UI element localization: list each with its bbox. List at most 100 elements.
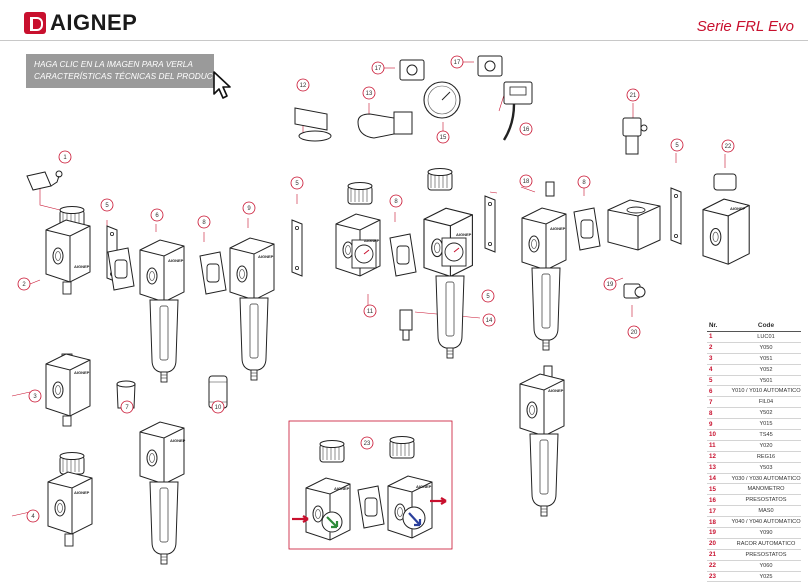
component-4-regulator[interactable] <box>47 452 93 547</box>
part-callout[interactable]: 19 <box>603 277 617 291</box>
part-callout[interactable]: 5 <box>670 138 684 152</box>
row-code: REG16 <box>756 453 776 460</box>
part-callout[interactable]: 15 <box>436 130 450 144</box>
svg-text:11: 11 <box>367 309 374 315</box>
component-5b-bracket[interactable] <box>291 219 303 277</box>
part-callout[interactable]: 4 <box>26 509 40 523</box>
row-code: RACOR AUTOMÁTICO <box>736 540 796 547</box>
part-callout[interactable]: 3 <box>28 389 42 403</box>
column-header-code: Code <box>757 321 775 329</box>
svg-text:5: 5 <box>105 203 109 209</box>
component-19-block[interactable] <box>607 199 661 251</box>
part-callout[interactable]: 16 <box>519 122 533 136</box>
component-5d-bracket[interactable] <box>670 187 682 245</box>
part-callout[interactable]: 22 <box>721 139 735 153</box>
component-8b-plate[interactable] <box>199 251 227 295</box>
info-banner[interactable]: HAGA CLIC EN LA IMAGEN PARA VERLA CARACT… <box>26 54 225 88</box>
part-callout[interactable]: 12 <box>296 78 310 92</box>
component-20-fitting[interactable] <box>623 283 646 299</box>
component-16-pressure-switch[interactable] <box>502 81 533 141</box>
row-code: MAS0 <box>758 508 774 515</box>
banner-line-2: CARACTERÍSTICAS TÉCNICAS DEL PRODUCTO <box>34 71 225 81</box>
component-13-bracket[interactable] <box>357 111 413 139</box>
component-5c-bracket[interactable] <box>484 195 496 253</box>
row-number: 23 <box>709 573 716 581</box>
component-21-pressure-switch[interactable] <box>622 117 648 155</box>
svg-text:8: 8 <box>202 220 206 226</box>
part-callout[interactable]: 8 <box>389 194 403 208</box>
part-callout[interactable]: 5 <box>290 176 304 190</box>
component-3-manifold[interactable] <box>45 353 91 427</box>
part-callout[interactable]: 18 <box>519 174 533 188</box>
brand-logo: AIGNEP <box>24 10 137 36</box>
component-14b-drain[interactable] <box>399 309 413 341</box>
part-callout[interactable]: 21 <box>626 88 640 102</box>
part-callout[interactable]: 11 <box>363 304 377 318</box>
part-callout[interactable]: 14 <box>482 313 496 327</box>
part-callout[interactable]: 5 <box>100 198 114 212</box>
component-1-valve[interactable] <box>26 170 63 191</box>
part-callout[interactable]: 7 <box>120 400 134 414</box>
component-8c-plate[interactable] <box>389 233 417 277</box>
part-callout[interactable]: 8 <box>197 215 211 229</box>
component-9-filter[interactable] <box>229 237 275 381</box>
component-17b-sensor[interactable] <box>477 55 503 77</box>
exploded-diagram[interactable]: AIGNEP AIGNEP AIGNEP AIGNEP AIGNEP AIGNE… <box>0 0 808 568</box>
part-callout[interactable]: 8 <box>577 175 591 189</box>
component-lower-filter[interactable] <box>139 421 185 565</box>
row-code: Y015 <box>759 421 773 428</box>
component-8-plate[interactable] <box>107 247 135 291</box>
component-2-regulator[interactable] <box>45 206 91 295</box>
component-22-end-block[interactable] <box>702 173 750 265</box>
component-14-filter-regulator[interactable] <box>423 168 473 359</box>
part-callout[interactable]: 1 <box>58 150 72 164</box>
part-callout[interactable]: 9 <box>242 201 256 215</box>
part-callout[interactable]: 2 <box>17 277 31 291</box>
component-12-bracket[interactable] <box>294 107 332 142</box>
component-15-manometer[interactable] <box>423 81 461 119</box>
component-lower-lubricator[interactable] <box>519 365 565 517</box>
table-header-row: Nr. Code <box>707 319 801 332</box>
part-callout[interactable]: 17 <box>371 61 385 75</box>
part-callout[interactable]: 6 <box>150 208 164 222</box>
part-callout[interactable]: 17 <box>450 55 464 69</box>
row-code: Y020 <box>759 442 773 449</box>
row-number: 6 <box>709 387 713 395</box>
part-callout[interactable]: 20 <box>627 325 641 339</box>
component-10-element[interactable] <box>208 375 228 409</box>
part-callout[interactable]: 10 <box>211 400 225 414</box>
component-11-regulator[interactable] <box>335 182 381 277</box>
row-code: Y051 <box>759 355 773 362</box>
component-18-lubricator[interactable] <box>521 181 567 351</box>
part-callout[interactable]: 13 <box>362 86 376 100</box>
series-title: Serie FRL Evo <box>696 18 794 35</box>
part-callout[interactable]: 23 <box>360 436 374 450</box>
row-code: TS45 <box>759 431 773 438</box>
part-callout[interactable]: 5 <box>481 289 495 303</box>
component-17a-sensor[interactable] <box>399 59 425 81</box>
component-8d-plate[interactable] <box>573 207 601 251</box>
